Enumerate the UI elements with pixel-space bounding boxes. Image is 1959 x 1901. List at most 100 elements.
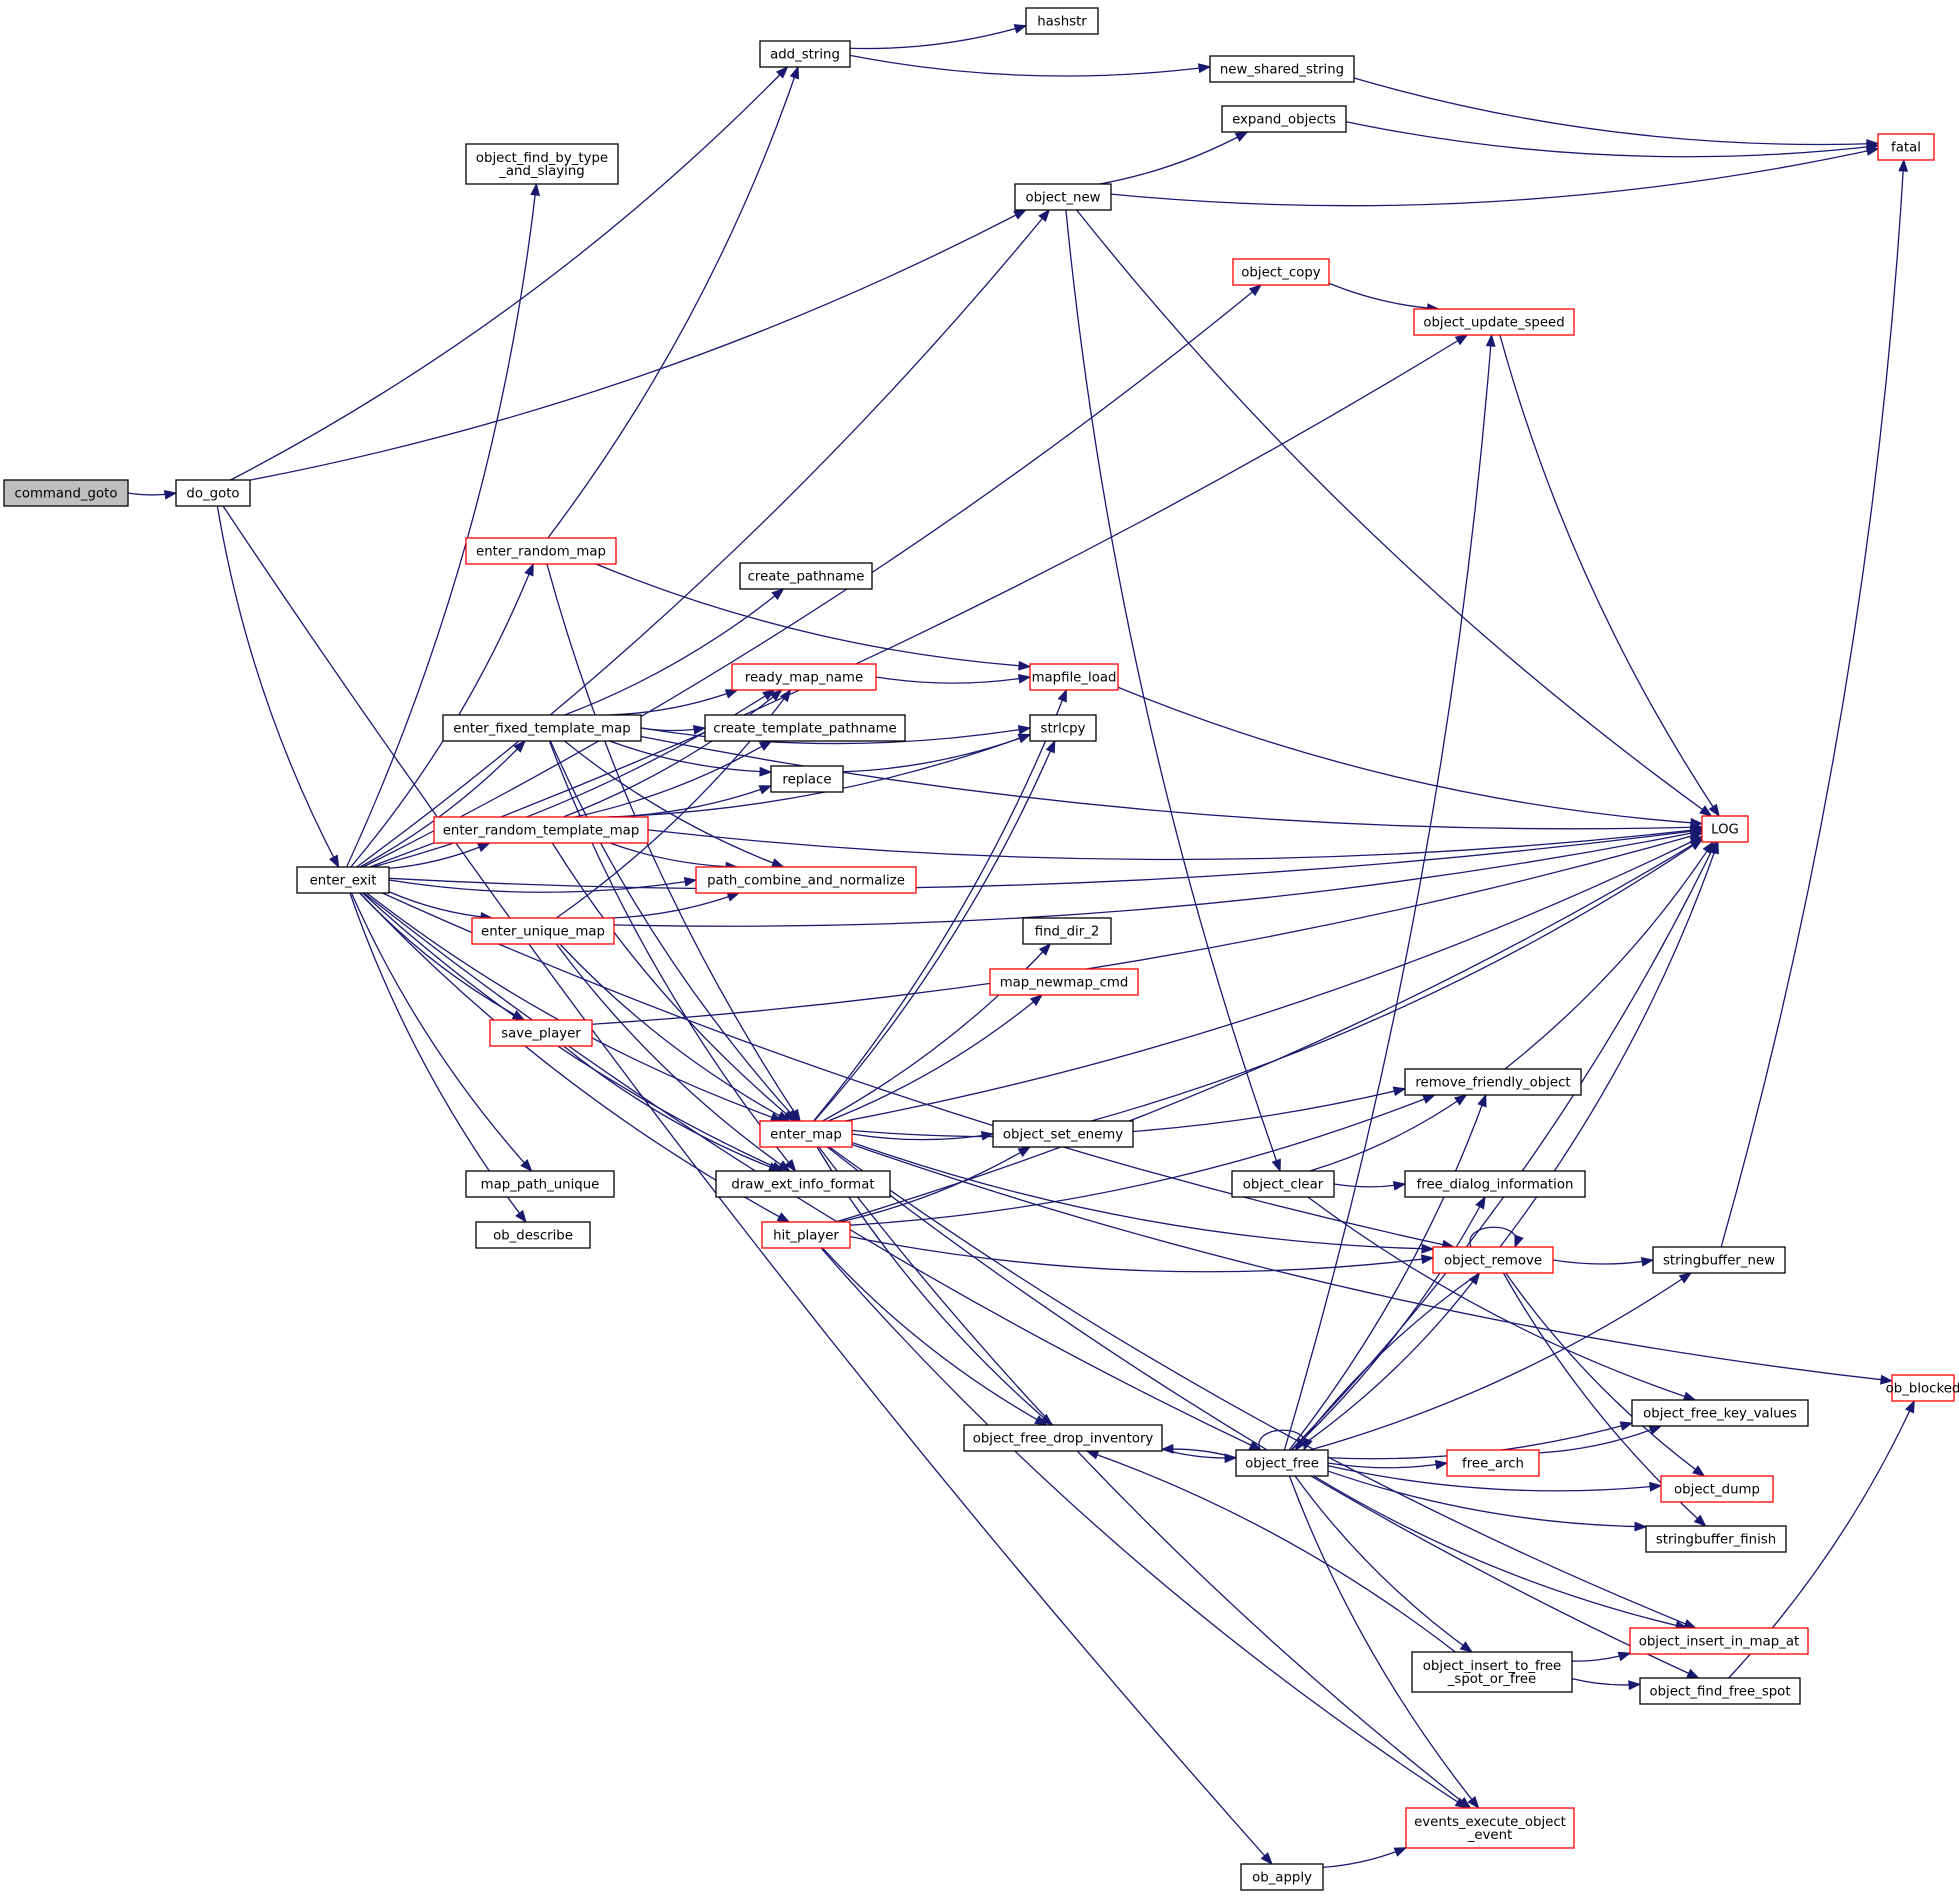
node-hashstr[interactable]: hashstr bbox=[1025, 7, 1099, 35]
node-object-update-speed[interactable]: object_update_speed bbox=[1413, 308, 1575, 336]
node-new-shared-string[interactable]: new_shared_string bbox=[1209, 55, 1355, 83]
node-label: strlcpy bbox=[1041, 722, 1086, 737]
node-create-pathname[interactable]: create_pathname bbox=[739, 562, 873, 590]
node-box bbox=[963, 1424, 1163, 1452]
node-ready-map-name[interactable]: ready_map_name bbox=[731, 663, 877, 691]
edge-enter_map-to-object_set_enemy bbox=[851, 1130, 995, 1141]
node-strlcpy[interactable]: strlcpy bbox=[1029, 714, 1097, 742]
node-box bbox=[1652, 1246, 1786, 1274]
node-object-set-enemy[interactable]: object_set_enemy bbox=[992, 1120, 1134, 1148]
node-object-find-free-spot[interactable]: object_find_free_spot bbox=[1639, 1677, 1801, 1705]
node-enter-exit[interactable]: enter_exit bbox=[296, 866, 390, 894]
node-free-arch[interactable]: free_arch bbox=[1446, 1449, 1540, 1477]
node-label: _and_slaying bbox=[498, 164, 585, 179]
edge-add_string-to-hashstr bbox=[849, 24, 1028, 50]
node-hit-player[interactable]: hit_player bbox=[761, 1221, 851, 1249]
node-map-newmap-cmd[interactable]: map_newmap_cmd bbox=[989, 968, 1139, 996]
node-events-execute-object-event[interactable]: events_execute_object_event bbox=[1405, 1807, 1575, 1849]
node-replace[interactable]: replace bbox=[770, 765, 844, 793]
edge-hit_player-to-object_set_enemy bbox=[838, 1146, 1032, 1223]
node-object-copy[interactable]: object_copy bbox=[1232, 258, 1330, 286]
node-object-dump[interactable]: object_dump bbox=[1660, 1475, 1774, 1503]
edge-object_free-to-object_insert_to_free_spot_or_free bbox=[1294, 1475, 1474, 1653]
node-LOG[interactable]: LOG bbox=[1701, 815, 1749, 843]
node-box bbox=[731, 663, 877, 691]
node-object-insert-in-map-at[interactable]: object_insert_in_map_at bbox=[1629, 1627, 1809, 1655]
node-label: enter_unique_map bbox=[481, 925, 605, 940]
node-box bbox=[3, 479, 129, 507]
node-label: ob_blocked bbox=[1886, 1382, 1959, 1397]
node-enter-random-map[interactable]: enter_random_map bbox=[465, 537, 617, 565]
node-object-clear[interactable]: object_clear bbox=[1231, 1170, 1335, 1198]
node-label: object_remove bbox=[1444, 1254, 1542, 1269]
node-mapfile-load[interactable]: mapfile_load bbox=[1029, 663, 1119, 691]
node-object-free[interactable]: object_free bbox=[1235, 1449, 1329, 1477]
node-enter-random-template-map[interactable]: enter_random_template_map bbox=[433, 816, 649, 844]
nodes-layer: command_goto do_goto add_string hashstr new_… bbox=[3, 7, 1959, 1891]
edge-free_arch-to-object_free_key_values bbox=[1538, 1425, 1663, 1454]
edge-enter_map-to-object_find_free_spot bbox=[826, 1146, 1700, 1679]
node-object-free-key-values[interactable]: object_free_key_values bbox=[1631, 1399, 1809, 1427]
node-label: enter_random_map bbox=[476, 545, 606, 560]
node-add-string[interactable]: add_string bbox=[759, 40, 851, 68]
node-ob-blocked[interactable]: ob_blocked bbox=[1886, 1374, 1959, 1402]
edge-object_free-to-object_dump bbox=[1327, 1465, 1663, 1492]
edge-do_goto-to-enter_exit bbox=[216, 505, 340, 869]
node-label: object_dump bbox=[1674, 1483, 1760, 1498]
node-label: replace bbox=[782, 773, 831, 788]
node-create-template-pathname[interactable]: create_template_pathname bbox=[704, 714, 906, 742]
node-enter-map[interactable]: enter_map bbox=[759, 1120, 853, 1148]
edge-do_goto-to-ob_apply bbox=[222, 505, 1273, 1866]
edge-object_free-to-stringbuffer_finish bbox=[1327, 1470, 1648, 1532]
edge-object_new-to-fatal bbox=[1110, 146, 1880, 207]
node-ob-describe[interactable]: ob_describe bbox=[475, 1221, 591, 1249]
node-object-new[interactable]: object_new bbox=[1014, 183, 1112, 211]
node-stringbuffer-finish[interactable]: stringbuffer_finish bbox=[1645, 1525, 1787, 1553]
node-box bbox=[442, 714, 642, 742]
edge-hit_player-to-object_remove bbox=[849, 1235, 1435, 1273]
node-map-path-unique[interactable]: map_path_unique bbox=[465, 1170, 615, 1198]
node-draw-ext-info-format[interactable]: draw_ext_info_format bbox=[715, 1170, 891, 1198]
node-ob-apply[interactable]: ob_apply bbox=[1240, 1863, 1324, 1891]
edge-object_free-to-object_update_speed bbox=[1283, 333, 1496, 1451]
node-box bbox=[1405, 1807, 1575, 1849]
node-label: enter_exit bbox=[310, 874, 377, 889]
edge-object_free-to-LOG bbox=[1290, 840, 1717, 1451]
node-object-remove[interactable]: object_remove bbox=[1432, 1246, 1554, 1274]
edge-object_clear-to-remove_friendly_object bbox=[1309, 1094, 1468, 1172]
edge-object_free-to-remove_friendly_object bbox=[1288, 1093, 1487, 1451]
edge-enter_random_map-to-mapfile_load bbox=[595, 563, 1032, 671]
edge-enter_fixed_template_map-to-ready_map_name bbox=[608, 689, 739, 716]
node-fatal[interactable]: fatal bbox=[1877, 133, 1935, 161]
node-object-insert-to-free-spot-or-free[interactable]: object_insert_to_free_spot_or_free bbox=[1411, 1651, 1573, 1693]
edge-hit_player-to-remove_friendly_object bbox=[849, 1094, 1436, 1226]
node-object-free-drop-inventory[interactable]: object_free_drop_inventory bbox=[963, 1424, 1163, 1452]
node-box bbox=[1029, 663, 1119, 691]
node-do-goto[interactable]: do_goto bbox=[175, 479, 251, 507]
node-command-goto[interactable]: command_goto bbox=[3, 479, 129, 507]
node-box bbox=[1639, 1677, 1801, 1705]
edge-object_clear-to-object_free_key_values bbox=[1307, 1196, 1697, 1402]
node-box bbox=[1240, 1863, 1324, 1891]
node-label: draw_ext_info_format bbox=[731, 1178, 874, 1193]
node-enter-fixed-template-map[interactable]: enter_fixed_template_map bbox=[442, 714, 642, 742]
edge-enter_map-to-map_newmap_cmd bbox=[827, 994, 1044, 1122]
node-box bbox=[489, 1019, 593, 1047]
node-enter-unique-map[interactable]: enter_unique_map bbox=[471, 917, 615, 945]
node-box bbox=[1645, 1525, 1787, 1553]
node-path-combine-and-normalize[interactable]: path_combine_and_normalize bbox=[695, 866, 917, 894]
node-find-dir-2[interactable]: find_dir_2 bbox=[1022, 917, 1112, 945]
node-box bbox=[465, 537, 617, 565]
edge-enter_exit-to-map_path_unique bbox=[350, 892, 533, 1173]
node-label: object_free bbox=[1245, 1457, 1319, 1472]
node-box bbox=[1209, 55, 1355, 83]
edge-do_goto-to-add_string bbox=[230, 65, 789, 481]
node-object-find-by-type-and-slaying[interactable]: object_find_by_type_and_slaying bbox=[465, 143, 619, 185]
node-stringbuffer-new[interactable]: stringbuffer_new bbox=[1652, 1246, 1786, 1274]
node-remove-friendly-object[interactable]: remove_friendly_object bbox=[1404, 1068, 1582, 1096]
node-expand-objects[interactable]: expand_objects bbox=[1221, 105, 1347, 133]
edge-expand_objects-to-fatal bbox=[1345, 121, 1880, 158]
node-save-player[interactable]: save_player bbox=[489, 1019, 593, 1047]
node-free-dialog-information[interactable]: free_dialog_information bbox=[1404, 1170, 1586, 1198]
node-label: ob_describe bbox=[493, 1229, 573, 1244]
